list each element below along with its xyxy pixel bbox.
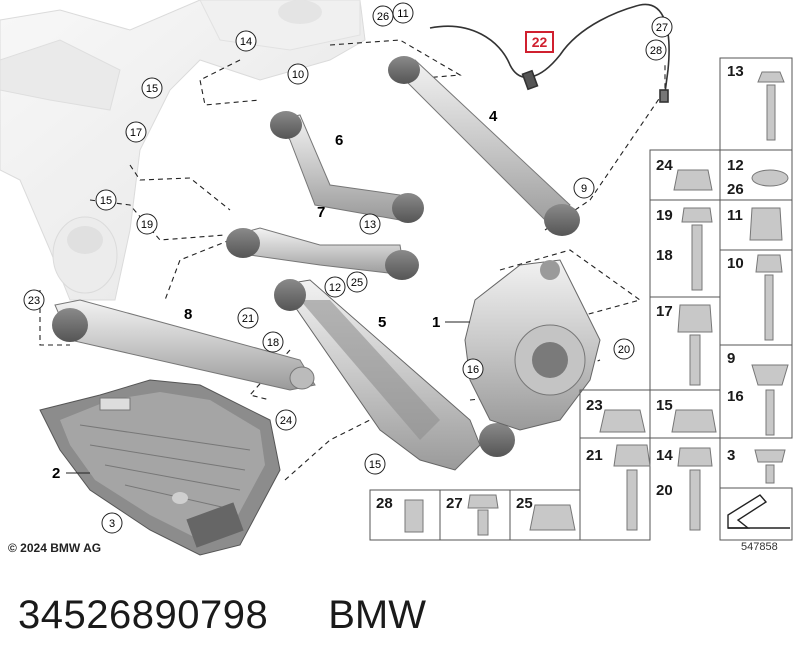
callout-5[interactable]: 5 [378, 314, 386, 331]
svg-text:15: 15 [146, 83, 158, 95]
callout-16[interactable]: 16 [462, 358, 484, 380]
wheel-speed-sensor-cable [429, 3, 670, 103]
callout-22-highlighted[interactable]: 22 [525, 31, 554, 53]
part-number: 34526890798 [18, 592, 269, 637]
callout-27[interactable]: 27 [651, 16, 673, 38]
svg-text:21: 21 [586, 447, 603, 464]
lower-wishbone [274, 279, 515, 471]
copyright-text: © 2024 BMW AG [8, 541, 102, 555]
svg-text:17: 17 [130, 127, 142, 139]
callout-2[interactable]: 2 [52, 465, 60, 482]
svg-text:28: 28 [650, 45, 662, 57]
callout-12[interactable]: 12 [324, 276, 346, 298]
callout-9[interactable]: 9 [573, 177, 595, 199]
svg-text:13: 13 [364, 219, 376, 231]
underbody-panel [39, 379, 281, 556]
svg-text:18: 18 [267, 337, 279, 349]
callout-6[interactable]: 6 [335, 132, 343, 149]
callout-28[interactable]: 28 [645, 39, 667, 61]
callout-3[interactable]: 3 [101, 512, 123, 534]
svg-text:19: 19 [656, 207, 673, 224]
svg-text:24: 24 [280, 415, 292, 427]
svg-text:15: 15 [369, 459, 381, 471]
toe-link [226, 227, 419, 280]
svg-text:23: 23 [586, 397, 603, 414]
svg-text:11: 11 [397, 8, 408, 20]
svg-text:12: 12 [727, 157, 744, 174]
parts-table [369, 57, 793, 541]
callout-15-c[interactable]: 15 [364, 453, 386, 475]
svg-text:23: 23 [28, 295, 40, 307]
callout-4[interactable]: 4 [489, 108, 498, 125]
callout-8[interactable]: 8 [184, 306, 192, 323]
callout-24[interactable]: 24 [275, 409, 297, 431]
svg-text:20: 20 [656, 482, 673, 499]
callout-1[interactable]: 1 [432, 314, 440, 331]
fastener-illustrations [404, 71, 789, 536]
svg-text:14: 14 [656, 447, 673, 464]
svg-text:9: 9 [727, 350, 735, 367]
callout-25[interactable]: 25 [346, 271, 368, 293]
arrow-icon [727, 494, 790, 529]
parts-diagram: 26 11 14 10 15 17 15 19 23 13 9 27 28 12… [0, 0, 793, 556]
callout-7[interactable]: 7 [317, 204, 325, 221]
svg-text:19: 19 [141, 219, 153, 231]
callout-13[interactable]: 13 [359, 213, 381, 235]
camber-arm [270, 111, 424, 223]
svg-text:17: 17 [656, 303, 673, 320]
svg-text:16: 16 [727, 388, 744, 405]
callout-15-a[interactable]: 15 [141, 77, 163, 99]
callout-26[interactable]: 26 [372, 5, 394, 27]
svg-text:28: 28 [376, 495, 393, 512]
svg-text:27: 27 [446, 495, 463, 512]
callout-17[interactable]: 17 [125, 121, 147, 143]
lower-link [52, 299, 316, 391]
svg-text:27: 27 [656, 22, 668, 34]
svg-text:25: 25 [351, 277, 363, 289]
svg-text:12: 12 [329, 282, 341, 294]
svg-text:11: 11 [727, 207, 743, 224]
svg-text:26: 26 [727, 181, 744, 198]
svg-text:14: 14 [240, 36, 252, 48]
wheel-carrier [464, 259, 601, 431]
svg-text:10: 10 [727, 255, 744, 272]
svg-text:25: 25 [516, 495, 533, 512]
upper-control-arm [388, 56, 580, 236]
svg-text:21: 21 [242, 313, 254, 325]
callout-18[interactable]: 18 [262, 331, 284, 353]
svg-text:26: 26 [377, 11, 389, 23]
parts-table-numbers: 13 24 12 26 19 18 11 17 10 9 16 23 15 21… [376, 63, 744, 512]
diagram-id: 547858 [741, 541, 778, 553]
callout-23[interactable]: 23 [23, 289, 45, 311]
callout-15-b[interactable]: 15 [95, 189, 117, 211]
callout-10[interactable]: 10 [287, 63, 309, 85]
callout-20[interactable]: 20 [613, 338, 635, 360]
callout-11[interactable]: 11 [392, 2, 414, 24]
callout-21[interactable]: 21 [237, 307, 259, 329]
callout-19[interactable]: 19 [136, 213, 158, 235]
svg-text:3: 3 [727, 447, 735, 464]
svg-text:16: 16 [467, 364, 479, 376]
svg-text:13: 13 [727, 63, 744, 80]
svg-text:15: 15 [656, 397, 673, 414]
svg-text:22: 22 [532, 34, 548, 50]
svg-text:3: 3 [109, 518, 115, 530]
part-number-line: 34526890798 BMW [18, 585, 426, 645]
brand-name: BMW [328, 592, 426, 637]
svg-text:18: 18 [656, 247, 673, 264]
svg-text:9: 9 [581, 183, 587, 195]
svg-text:20: 20 [618, 344, 630, 356]
svg-text:15: 15 [100, 195, 112, 207]
callout-labels: 26 11 14 10 15 17 15 19 23 13 9 27 28 12… [23, 2, 673, 534]
svg-text:24: 24 [656, 157, 673, 174]
svg-text:10: 10 [292, 69, 304, 81]
callout-14[interactable]: 14 [235, 30, 257, 52]
